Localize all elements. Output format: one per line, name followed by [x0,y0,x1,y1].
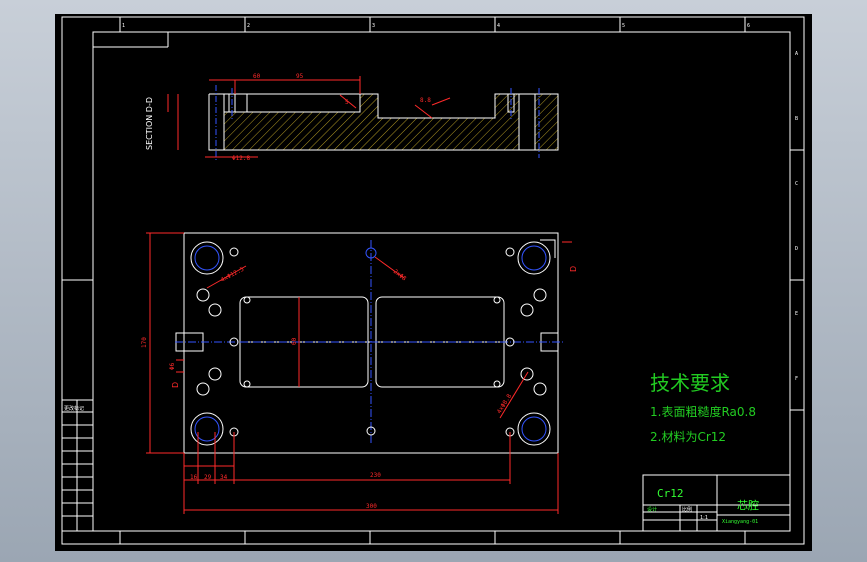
dim-5: 5 [345,99,349,106]
titleblock-scale-value: 1:1 [700,515,708,521]
dim-bottom-a: 16 [190,474,198,481]
dim-bottom-b: 29 [204,474,212,481]
dim-95: 95 [296,73,304,80]
dim-total-width: 300 [366,503,377,510]
dim-60: 60 [253,73,261,80]
revision-table [61,399,94,532]
section-mark-d-upper: D [569,266,578,272]
border-number: 6 [747,23,750,29]
inner-frame [92,31,791,532]
titleblock-scale: 比例 [682,506,692,513]
material-label: Cr12 [657,487,684,500]
section-label: SECTION D-D [145,97,154,150]
dim-inner: 60 [291,337,298,345]
dim-height: 170 [141,337,148,348]
plan-view: 170 60 230 300 16 29 34 4xΦ12.5 2xΦ8 4xΦ… [141,232,578,514]
dim-bottom-c: 34 [220,474,228,481]
border-number: 4 [497,23,500,29]
title-block [642,474,791,532]
section-view: 60 95 5 8.8 Φ12.8 SECTION D-D [145,73,559,162]
border-number: 2 [247,23,250,29]
border-number: 1 [122,23,125,29]
drawing-number: Xiangyang-01 [722,519,758,525]
dim-small: Φ6 [169,362,176,370]
titleblock-designer: 设计 [647,506,657,513]
notes-line-1: 1.表面粗糙度Ra0.8 [650,404,756,419]
border-letter: E [795,311,798,317]
revision-label: 更改标记 [64,405,84,412]
part-name: 芯腔 [737,498,759,512]
border-letter: C [795,181,798,187]
dim-inner-width: 230 [370,472,381,479]
dim-8-8: 8.8 [420,97,431,104]
section-mark-d-lower: D [171,382,180,388]
border-number: 5 [622,23,625,29]
technical-notes: 技术要求 1.表面粗糙度Ra0.8 2.材料为Cr12 [650,371,756,444]
border-letter: A [795,51,798,57]
border-letter: B [795,116,798,122]
border-letter: D [795,246,798,252]
notes-line-2: 2.材料为Cr12 [650,430,726,444]
dim-phi12-8: Φ12.8 [232,155,250,162]
sheet-background [55,14,812,551]
border-ticks [62,17,804,544]
border-number: 3 [372,23,375,29]
border-letter: F [795,376,798,382]
notes-title: 技术要求 [650,371,730,395]
